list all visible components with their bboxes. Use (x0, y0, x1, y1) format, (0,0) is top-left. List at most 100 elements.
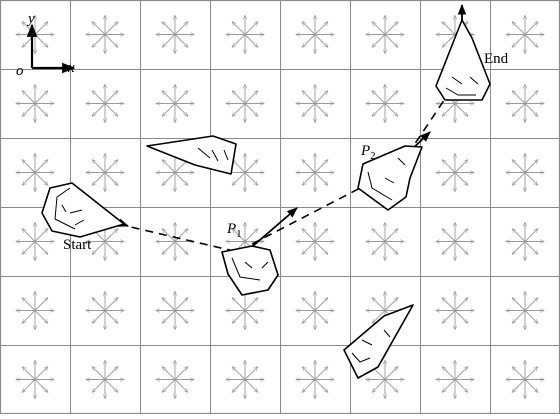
axis-origin-label: o (16, 63, 24, 79)
direction-arrow (34, 160, 48, 173)
direction-arrow (302, 229, 316, 242)
direction-arrow (442, 367, 456, 380)
vessel-obstacle-2 (343, 304, 414, 379)
direction-arrow (232, 229, 246, 242)
direction-arrow (524, 379, 538, 393)
direction-arrow (162, 241, 176, 255)
vessel-obstacle-1 (146, 135, 237, 175)
direction-arrow (314, 241, 328, 255)
direction-star (296, 16, 334, 54)
direction-arrow (232, 379, 246, 393)
direction-arrow (372, 103, 386, 117)
direction-star (296, 154, 334, 192)
direction-arrow (314, 298, 328, 311)
direction-arrow (92, 298, 106, 311)
direction-arrow (174, 310, 188, 324)
direction-star (366, 223, 404, 261)
direction-arrow (104, 298, 118, 311)
direction-arrow (244, 103, 258, 117)
direction-star (156, 292, 194, 330)
direction-star (86, 85, 124, 123)
direction-arrow (314, 34, 328, 48)
direction-arrow (384, 91, 398, 104)
direction-arrow (104, 241, 118, 255)
direction-arrow (104, 310, 118, 324)
direction-arrow (314, 22, 328, 35)
heading-arrows (61, 3, 467, 253)
direction-arrow (454, 160, 468, 173)
direction-star (86, 361, 124, 399)
direction-star (16, 223, 54, 261)
direction-arrow (232, 22, 246, 35)
direction-arrow (524, 91, 538, 104)
direction-arrow (512, 241, 526, 255)
direction-star (226, 361, 264, 399)
vessel-p1 (221, 245, 279, 296)
direction-arrow (232, 34, 246, 48)
direction-star (366, 16, 404, 54)
direction-arrow (22, 229, 36, 242)
direction-arrow (104, 103, 118, 117)
direction-star (436, 223, 474, 261)
direction-arrow (162, 379, 176, 393)
direction-arrow (384, 367, 398, 380)
direction-star (86, 292, 124, 330)
direction-arrow (104, 379, 118, 393)
direction-arrow (302, 298, 316, 311)
direction-arrow (454, 172, 468, 186)
direction-arrow (104, 172, 118, 186)
direction-arrow (104, 22, 118, 35)
direction-arrow (524, 172, 538, 186)
direction-arrow (244, 172, 258, 186)
direction-arrow (104, 229, 118, 242)
heading-arrow-p1 (245, 207, 298, 253)
direction-arrow (302, 310, 316, 324)
direction-arrow (174, 91, 188, 104)
coordinate-axes: o x y (16, 11, 76, 79)
direction-arrow (34, 298, 48, 311)
direction-star (86, 223, 124, 261)
direction-arrow (34, 367, 48, 380)
vessels (41, 19, 491, 379)
direction-arrow (454, 367, 468, 380)
direction-arrow (512, 103, 526, 117)
direction-arrow (162, 367, 176, 380)
direction-star (366, 85, 404, 123)
direction-arrow (454, 379, 468, 393)
direction-arrow (244, 379, 258, 393)
vessel-start (41, 182, 125, 238)
direction-arrow (162, 229, 176, 242)
direction-arrow (22, 91, 36, 104)
direction-arrow (454, 103, 468, 117)
direction-arrow (174, 241, 188, 255)
direction-star (506, 16, 544, 54)
direction-arrow (244, 298, 258, 311)
direction-arrow (174, 103, 188, 117)
direction-arrow (22, 160, 36, 173)
direction-arrow (454, 241, 468, 255)
direction-arrow (302, 367, 316, 380)
direction-arrow (244, 229, 258, 242)
direction-arrow (512, 229, 526, 242)
direction-arrow (92, 91, 106, 104)
direction-arrow (22, 172, 36, 186)
direction-arrow (22, 241, 36, 255)
direction-arrow (162, 298, 176, 311)
direction-arrow (372, 310, 386, 324)
direction-arrow (162, 310, 176, 324)
direction-star (436, 361, 474, 399)
direction-arrow (314, 379, 328, 393)
p1-subscript: 1 (236, 228, 242, 240)
direction-arrow (34, 172, 48, 186)
direction-arrow (512, 91, 526, 104)
direction-star (16, 292, 54, 330)
direction-arrow (92, 367, 106, 380)
direction-arrow (92, 103, 106, 117)
direction-arrow (92, 22, 106, 35)
direction-star (226, 154, 264, 192)
p1-label: P1 (226, 221, 242, 240)
direction-arrow (244, 91, 258, 104)
direction-arrow (162, 103, 176, 117)
